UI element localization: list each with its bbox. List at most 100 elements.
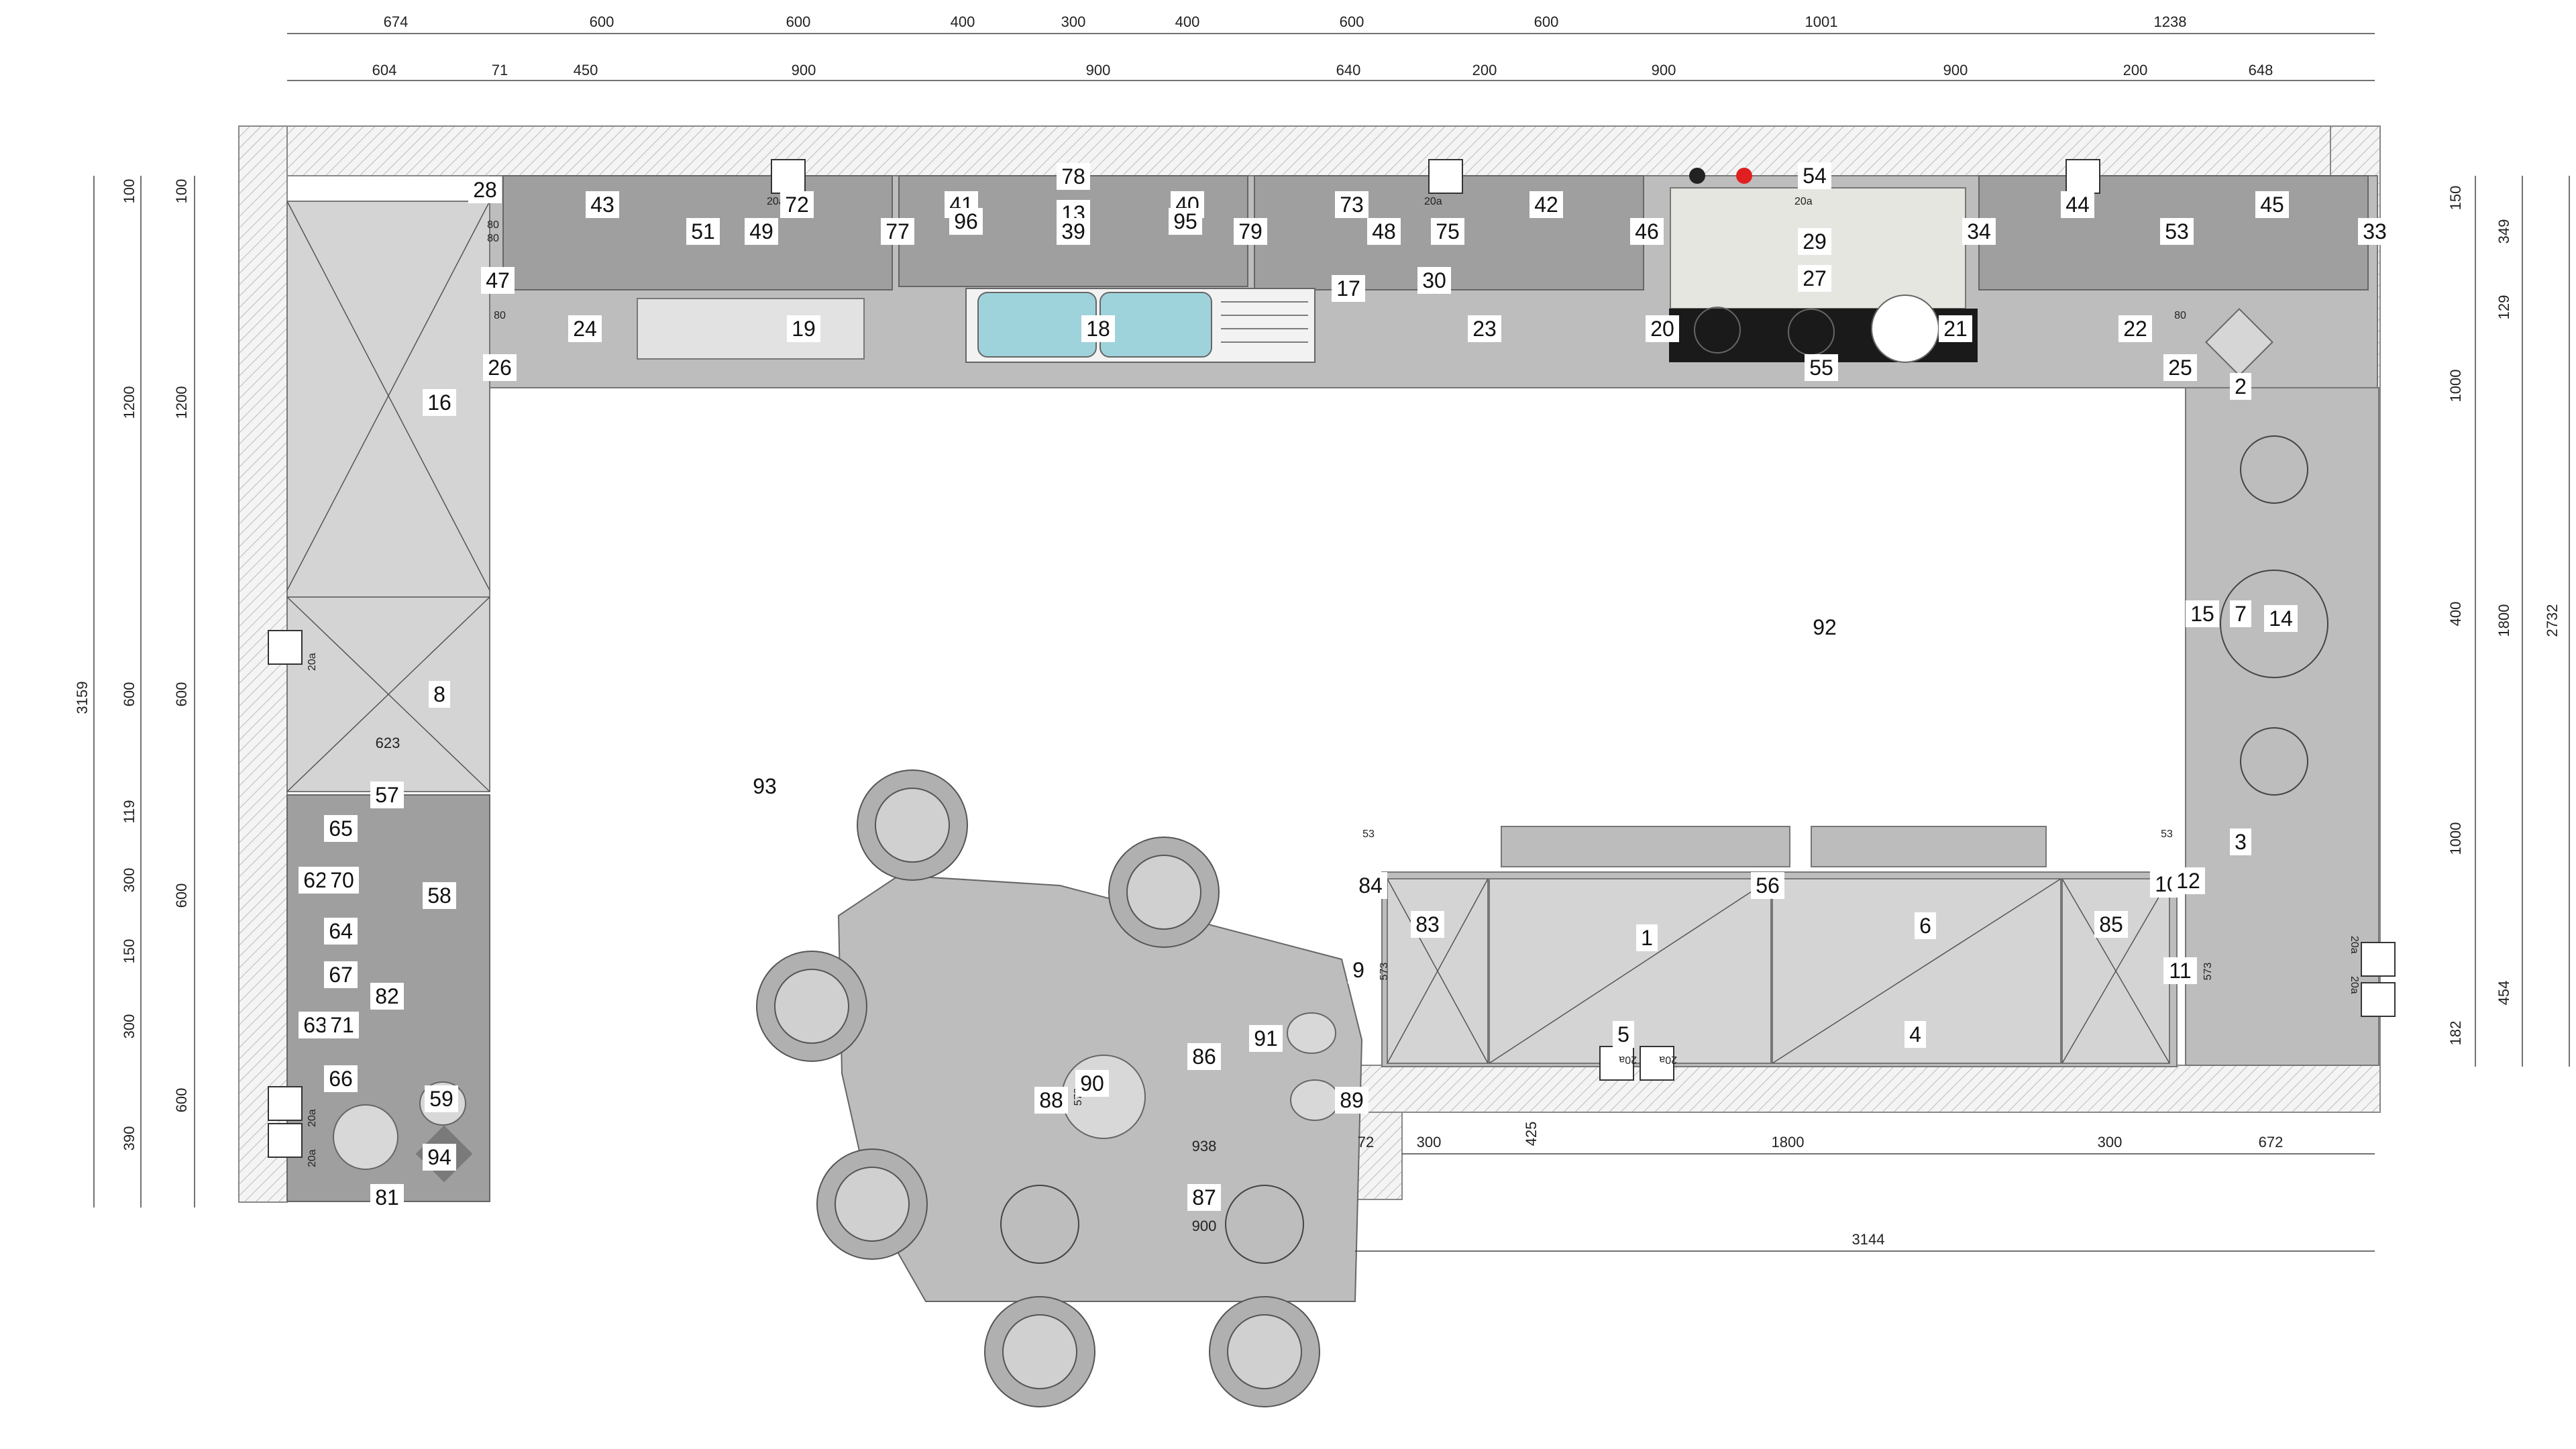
item-label-bg — [745, 218, 778, 245]
item-label-42: 42 — [1534, 193, 1558, 217]
item-label-bg — [1348, 957, 1369, 983]
item-label-22: 22 — [2123, 317, 2147, 341]
item-label-39: 39 — [1061, 219, 1085, 244]
item-label-bg — [1798, 162, 1831, 189]
item-label-bg — [1057, 163, 1090, 190]
item-label-bg — [1798, 265, 1831, 292]
misc-dim: 623 — [376, 735, 400, 751]
item-label-3: 3 — [2235, 830, 2247, 854]
socket-label: 20a — [2349, 976, 2360, 994]
item-label-bg — [2255, 191, 2289, 218]
bottom-dim: 1800 — [1772, 1134, 1805, 1150]
item-label-57: 57 — [375, 783, 399, 807]
bottom-dim: 3144 — [1852, 1231, 1885, 1248]
socket-label: 20a — [307, 1149, 318, 1167]
item-label-bg — [1613, 1021, 1634, 1048]
left-dim: 3159 — [74, 682, 91, 714]
item-label-bg — [1798, 228, 1831, 255]
top-dim-2: 450 — [574, 62, 598, 78]
bottom-dim: 900 — [1192, 1218, 1217, 1234]
misc-dim: 80 — [2174, 310, 2186, 321]
left-dim: 119 — [121, 800, 138, 823]
item-label-bg — [1187, 1184, 1221, 1211]
top-dim-2: 71 — [492, 62, 508, 78]
left-dim: 300 — [121, 1014, 138, 1039]
item-label-bg — [2230, 828, 2251, 855]
item-label-73: 73 — [1340, 193, 1364, 217]
top-dim-2: 200 — [1472, 62, 1497, 78]
item-label-bg — [1335, 1087, 1368, 1114]
front-run — [1381, 826, 2178, 1067]
item-label-bg — [1075, 1070, 1109, 1097]
item-label-66: 66 — [329, 1067, 353, 1091]
item-label-bg — [370, 983, 404, 1010]
item-label-bg — [2163, 354, 2197, 381]
item-label-1: 1 — [1641, 926, 1653, 950]
item-label-30: 30 — [1422, 268, 1446, 292]
item-label-bg — [2094, 911, 2128, 938]
item-label-bg — [425, 1085, 458, 1112]
item-label-bg — [1915, 912, 1936, 939]
item-label-71: 71 — [330, 1013, 354, 1037]
item-label-bg — [2163, 957, 2197, 984]
item-label-12: 12 — [2176, 869, 2200, 893]
misc-dim: 573 — [1379, 963, 1390, 981]
item-label-90: 90 — [1080, 1071, 1104, 1095]
item-label-bg — [1354, 872, 1387, 899]
top-dim: 300 — [1061, 13, 1086, 30]
right-dim-inner: 150 — [2447, 186, 2464, 211]
item-label-82: 82 — [375, 984, 399, 1008]
item-label-bg — [1962, 218, 1996, 245]
item-label-bg — [568, 315, 602, 342]
item-label-bg — [1034, 1087, 1068, 1114]
item-label-25: 25 — [2168, 356, 2192, 380]
socket-labels: 20a 20a 20a 20a 20a 20a 20a 20a 20a 20a — [307, 196, 2360, 1167]
item-label-63: 63 — [303, 1013, 327, 1037]
item-label-bg — [1630, 218, 1664, 245]
item-label-84: 84 — [1358, 873, 1383, 898]
top-dim: 600 — [1340, 13, 1364, 30]
item-label-75: 75 — [1436, 219, 1460, 244]
top-dim-2: 900 — [1086, 62, 1111, 78]
top-dim-2: 900 — [792, 62, 816, 78]
item-label-bg — [2160, 218, 2194, 245]
item-label-bg — [324, 961, 358, 988]
item-label-48: 48 — [1372, 219, 1396, 244]
item-label-34: 34 — [1967, 219, 1991, 244]
item-label-bg — [2118, 315, 2152, 342]
item-label-33: 33 — [2363, 219, 2387, 244]
top-dim-2: 604 — [372, 62, 397, 78]
item-label-92: 92 — [1813, 615, 1837, 639]
item-label-47: 47 — [486, 268, 510, 292]
item-label-bg — [325, 867, 359, 894]
left-dim-inner: 1200 — [173, 386, 190, 419]
item-label-96: 96 — [954, 209, 978, 233]
misc-dim: 80 — [487, 219, 499, 231]
item-label-bg — [370, 1184, 404, 1211]
item-label-4: 4 — [1909, 1022, 1921, 1046]
item-label-14: 14 — [2269, 606, 2293, 631]
item-label-bg — [481, 267, 515, 294]
item-label-87: 87 — [1192, 1185, 1216, 1210]
item-label-70: 70 — [330, 868, 354, 892]
item-label-2: 2 — [2235, 374, 2247, 398]
left-dim-inner: 100 — [173, 179, 190, 204]
item-label-bg — [2264, 605, 2298, 632]
item-label-bg — [1169, 208, 1202, 235]
item-label-85: 85 — [2099, 912, 2123, 936]
item-label-bg — [949, 208, 983, 235]
item-label-24: 24 — [573, 317, 597, 341]
item-label-bg — [423, 882, 456, 909]
item-label-7: 7 — [2235, 602, 2247, 626]
top-dim: 600 — [590, 13, 614, 30]
item-label-51: 51 — [691, 219, 715, 244]
bottom-dim: 672 — [2259, 1134, 2284, 1150]
item-label-bg — [423, 1144, 456, 1171]
item-label-bg — [468, 176, 502, 203]
item-label-64: 64 — [329, 919, 353, 943]
item-label-58: 58 — [427, 883, 451, 908]
sockets — [268, 159, 2396, 1158]
right-dim-outer: 2732 — [2544, 604, 2561, 637]
item-label-bg — [2171, 867, 2205, 894]
right-dim-mid: 129 — [2496, 295, 2512, 320]
